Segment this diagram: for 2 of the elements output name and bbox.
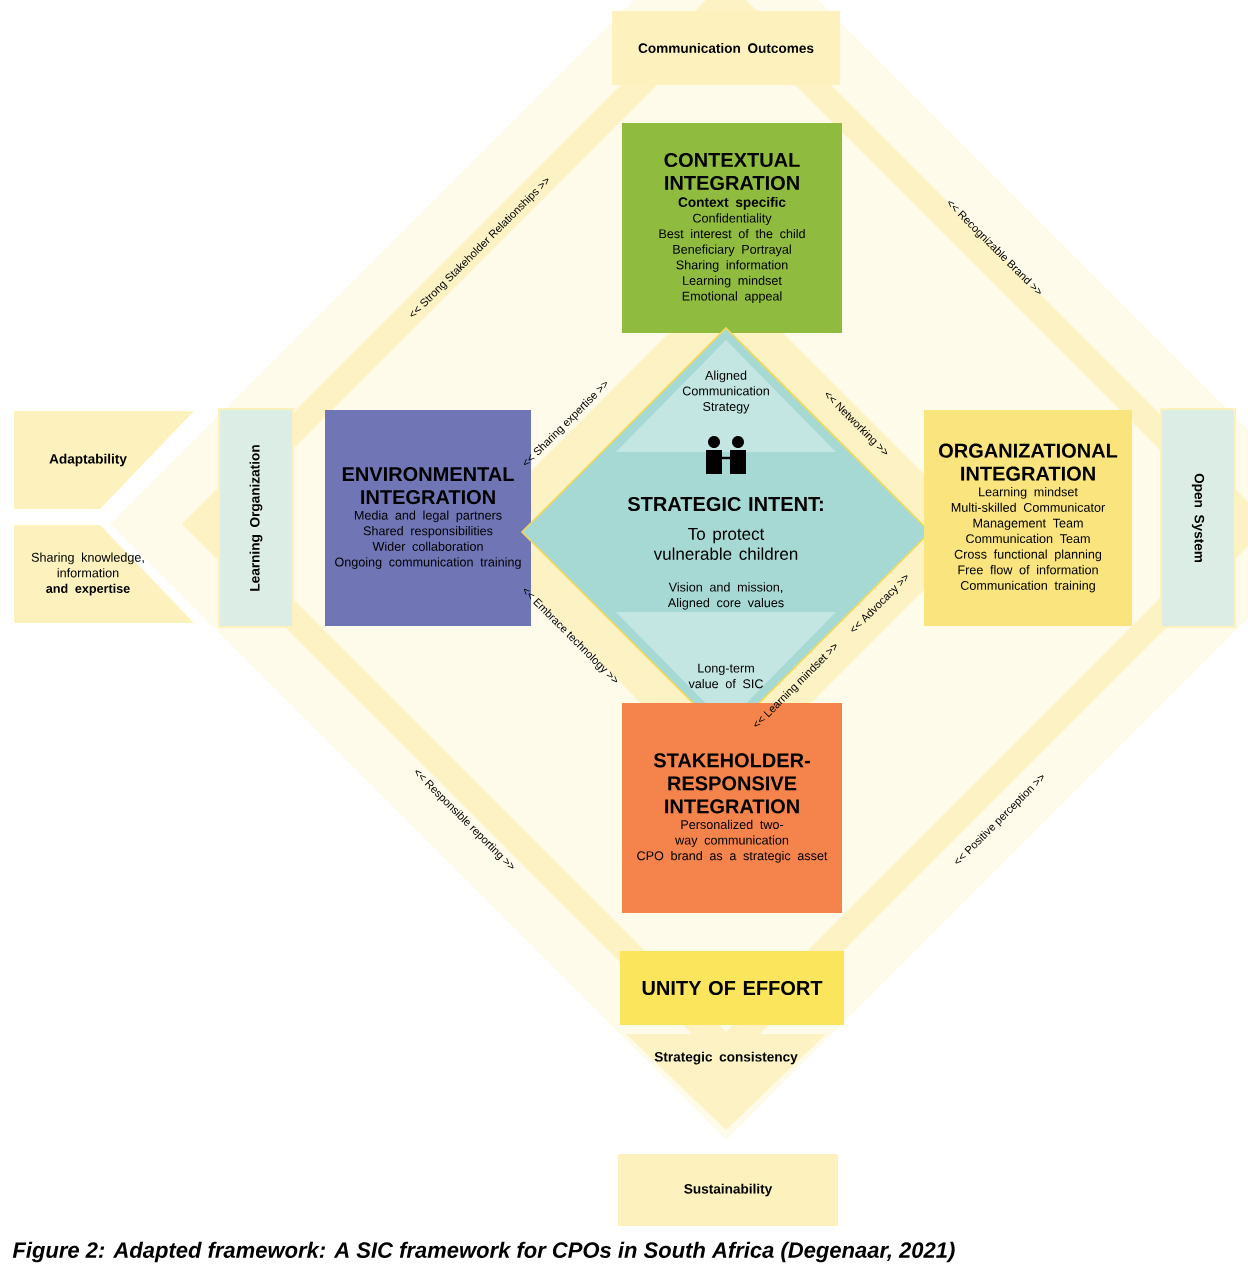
text-box: UNITY OF EFFORT [620,951,844,1025]
caption: Figure 2: Adapted framework: A SIC framework for CPOs in South Africa (Degenaar, 2021) [12,1241,955,1263]
